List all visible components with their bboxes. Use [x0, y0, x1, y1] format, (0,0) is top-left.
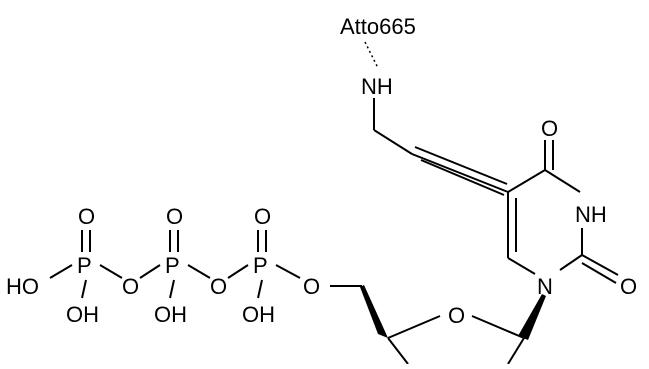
p-alpha-label: P [253, 253, 268, 278]
c1-oring-bond [471, 315, 525, 339]
o-bridge-1-label: O [122, 274, 139, 299]
pgamma-oh-bond [81, 279, 87, 299]
c4-n3-bond [544, 169, 581, 193]
c2-n1-bond [559, 254, 583, 271]
oring-c4-bond [387, 315, 441, 339]
c2-oxygen-label: O [620, 274, 637, 299]
p-gamma-label: P [77, 253, 92, 278]
c4-oxygen-label: O [541, 116, 558, 141]
pbeta-obridge-bond [139, 264, 161, 279]
ch2-alkyne-bond [373, 129, 413, 155]
palpha-oh-bond [257, 279, 263, 299]
oh-alpha-label: OH [242, 302, 275, 327]
p-beta-label: P [165, 253, 180, 278]
o5-label: O [303, 274, 320, 299]
c2-o-bond-2 [581, 262, 617, 284]
o-beta-top-label: O [166, 204, 183, 229]
dye-linker-bond [364, 41, 379, 69]
c2-o-bond-1 [581, 254, 619, 276]
n1-label: N [537, 274, 553, 299]
o-alpha-top-label: O [254, 204, 271, 229]
obridge-pgamma-bond [99, 264, 123, 279]
o-gamma-top-label: O [78, 204, 95, 229]
c1-c2-bond [507, 337, 525, 365]
oh-beta-label: OH [154, 302, 187, 327]
atto665-label: Atto665 [340, 14, 416, 39]
n1-c6-bond [507, 257, 536, 275]
obridge-pbeta-bond [187, 264, 211, 279]
c5-c4-bond [507, 169, 546, 193]
oh-gamma-label: OH [66, 302, 99, 327]
ring-oxygen-label: O [448, 303, 465, 328]
n1-c1-wedge [518, 294, 546, 340]
palpha-obridge-bond [227, 264, 249, 279]
o5-palpha-bond [275, 264, 301, 279]
triple-bond-center [411, 153, 509, 193]
nh-linker-label: NH [361, 74, 393, 99]
triple-bond-lower [420, 159, 505, 196]
o-bridge-2-label: O [210, 274, 227, 299]
c4-c5-wedge [360, 285, 388, 338]
ho-terminal-label: HO [6, 274, 39, 299]
pbeta-oh-bond [169, 279, 175, 299]
n3-nh-label: NH [575, 202, 607, 227]
c4-c3-bond [387, 337, 409, 365]
triple-bond-upper [414, 146, 508, 185]
pgamma-ho-bond [49, 264, 73, 279]
